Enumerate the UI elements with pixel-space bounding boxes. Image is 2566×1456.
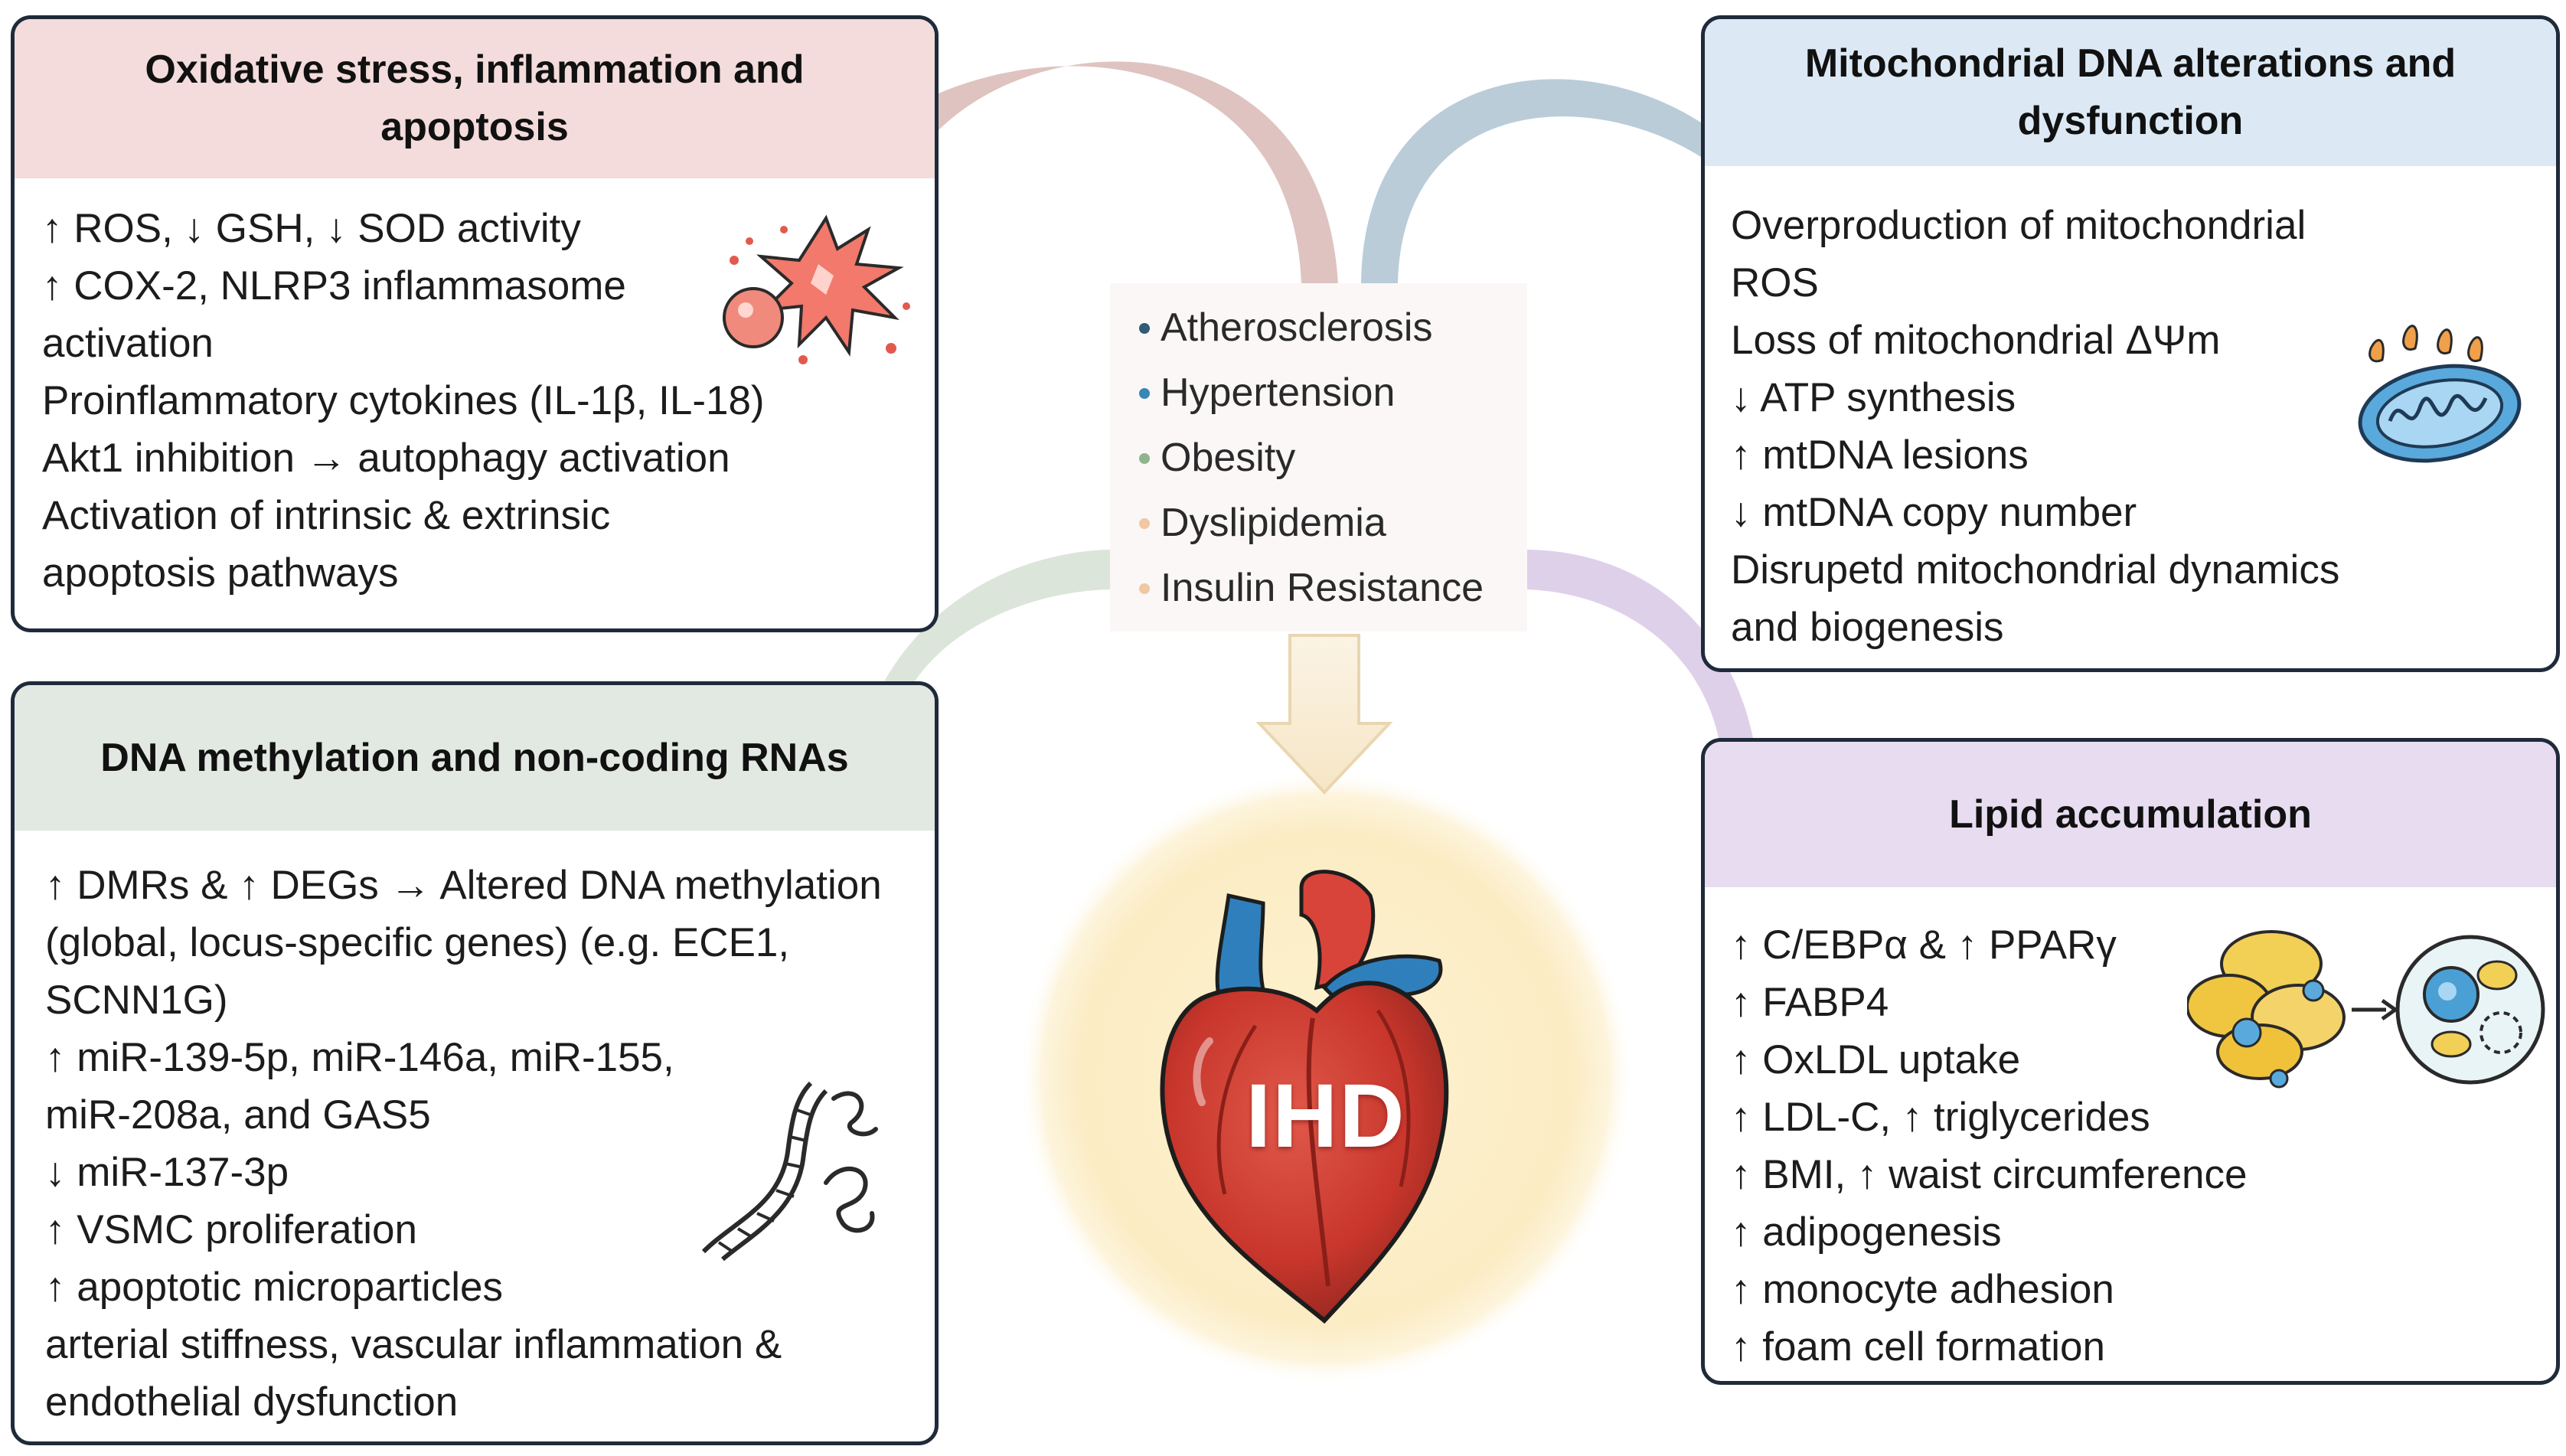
title-line: Lipid accumulation <box>1949 792 2312 837</box>
burst-cell-icon <box>723 214 910 364</box>
risk-item-label: Insulin Resistance <box>1161 566 1484 610</box>
content-line: miR-208a, and GAS5 <box>45 1092 431 1138</box>
bullet-dot <box>1139 452 1150 464</box>
adipocyte-foam-cell-icon <box>2187 930 2545 1089</box>
content-line: Loss of mitochondrial ΔΨm <box>1731 318 2221 363</box>
content-line: ↑ apoptotic microparticles <box>45 1265 503 1310</box>
content-line: ↓ miR-137-3p <box>45 1150 289 1195</box>
content-line: ↑ ROS, ↓ GSH, ↓ SOD activity <box>42 206 581 251</box>
content-line: ↑ foam cell formation <box>1731 1324 2105 1369</box>
box-content: ↑ C/EBPα & ↑ PPARγ ↑ FABP4 ↑ OxLDL uptak… <box>1705 887 2556 1376</box>
risk-item-hypertension: Hypertension <box>1139 361 1527 426</box>
content-line: ↑ VSMC proliferation <box>45 1207 418 1252</box>
content-line: ↑ BMI, ↑ waist circumference <box>1731 1152 2248 1197</box>
title-line: dysfunction <box>2017 99 2244 143</box>
risk-item-label: Dyslipidemia <box>1161 501 1386 545</box>
content-line: ↓ mtDNA copy number <box>1731 490 2137 535</box>
content-line: ↑ LDL-C, ↑ triglycerides <box>1731 1095 2150 1140</box>
box-content: Overproduction of mitochondrial ROS Loss… <box>1705 166 2556 656</box>
content-line: Disrupetd mitochondrial dynamics <box>1731 547 2340 593</box>
risk-item-insulin-resistance: Insulin Resistance <box>1139 556 1527 621</box>
title-line: DNA methylation and non-coding RNAs <box>100 735 849 780</box>
risk-item-label: Atherosclerosis <box>1161 305 1433 350</box>
content-line: Akt1 inhibition → autophagy activation <box>42 436 730 481</box>
connector-mito <box>1361 79 1701 286</box>
box-content: ↑ ROS, ↓ GSH, ↓ SOD activity ↑ COX-2, NL… <box>15 178 935 602</box>
content-line: Activation of intrinsic & extrinsic <box>42 493 611 538</box>
risk-item-obesity: Obesity <box>1139 426 1527 491</box>
box-title: Oxidative stress, inflammation and apopt… <box>15 19 935 178</box>
risk-item-label: Hypertension <box>1161 371 1396 415</box>
title-line: Oxidative stress, inflammation and <box>145 47 805 92</box>
content-line: endothelial dysfunction <box>45 1379 459 1425</box>
content-line: (global, locus-specific genes) (e.g. ECE… <box>45 920 790 965</box>
mitochondrion-icon <box>2358 325 2522 463</box>
connector-lipid <box>1527 550 1753 738</box>
ihd-label: IHD <box>1245 1066 1406 1167</box>
heart-icon <box>1160 870 1449 1324</box>
content-line: Proinflammatory cytokines (IL-1β, IL-18) <box>42 378 765 423</box>
content-line: ↑ C/EBPα & ↑ PPARγ <box>1731 922 2117 968</box>
bullet-dot <box>1139 583 1150 594</box>
risk-item-atherosclerosis: Atherosclerosis <box>1139 295 1527 361</box>
content-line: ↑ adipogenesis <box>1731 1210 2002 1255</box>
connector-dna <box>884 550 1110 681</box>
box-title: Mitochondrial DNA alterations and dysfun… <box>1705 19 2556 166</box>
content-line: activation <box>42 321 214 366</box>
title-line: Mitochondrial DNA alterations and <box>1804 41 2457 86</box>
risk-factor-list: Atherosclerosis Hypertension Obesity Dys… <box>1110 283 1527 632</box>
box-title: DNA methylation and non-coding RNAs <box>15 685 935 831</box>
oxidative-stress-box: Oxidative stress, inflammation and apopt… <box>11 15 939 632</box>
down-arrow-icon <box>1255 634 1393 795</box>
dna-rna-icon <box>701 1081 878 1262</box>
content-line: ↑ COX-2, NLRP3 inflammasome <box>42 263 626 309</box>
content-line: ↑ miR-139-5p, miR-146a, miR-155, <box>45 1035 674 1080</box>
content-line: ↑ mtDNA lesions <box>1731 433 2029 478</box>
content-line: apoptosis pathways <box>42 550 399 596</box>
content-line: SCNN1G) <box>45 978 228 1023</box>
content-line: ROS <box>1731 260 1819 305</box>
dna-methylation-box: DNA methylation and non-coding RNAs ↑ DM… <box>11 681 939 1445</box>
content-line: arterial stiffness, vascular inflammatio… <box>45 1322 782 1367</box>
risk-item-dyslipidemia: Dyslipidemia <box>1139 491 1527 556</box>
box-content: ↑ DMRs & ↑ DEGs → Altered DNA methylatio… <box>15 831 935 1431</box>
content-line: and biogenesis <box>1731 605 2004 650</box>
box-title: Lipid accumulation <box>1705 742 2556 887</box>
bullet-dot <box>1139 322 1150 334</box>
lipid-accumulation-box: Lipid accumulation ↑ C/EBPα & ↑ PPARγ ↑ … <box>1701 738 2560 1385</box>
bullet-dot <box>1139 387 1150 399</box>
content-line: ↑ FABP4 <box>1731 980 1889 1025</box>
content-line: ↑ monocyte adhesion <box>1731 1267 2114 1312</box>
title-line: apoptosis <box>380 105 569 149</box>
bullet-dot <box>1139 517 1150 529</box>
connector-oxidative <box>939 61 1338 285</box>
content-line: ↑ OxLDL uptake <box>1731 1037 2021 1082</box>
risk-item-label: Obesity <box>1161 436 1296 480</box>
content-line: ↑ DMRs & ↑ DEGs → Altered DNA methylatio… <box>45 863 882 908</box>
content-line: Overproduction of mitochondrial <box>1731 203 2306 248</box>
mitochondrial-dysfunction-box: Mitochondrial DNA alterations and dysfun… <box>1701 15 2560 672</box>
content-line: ↓ ATP synthesis <box>1731 375 2016 420</box>
